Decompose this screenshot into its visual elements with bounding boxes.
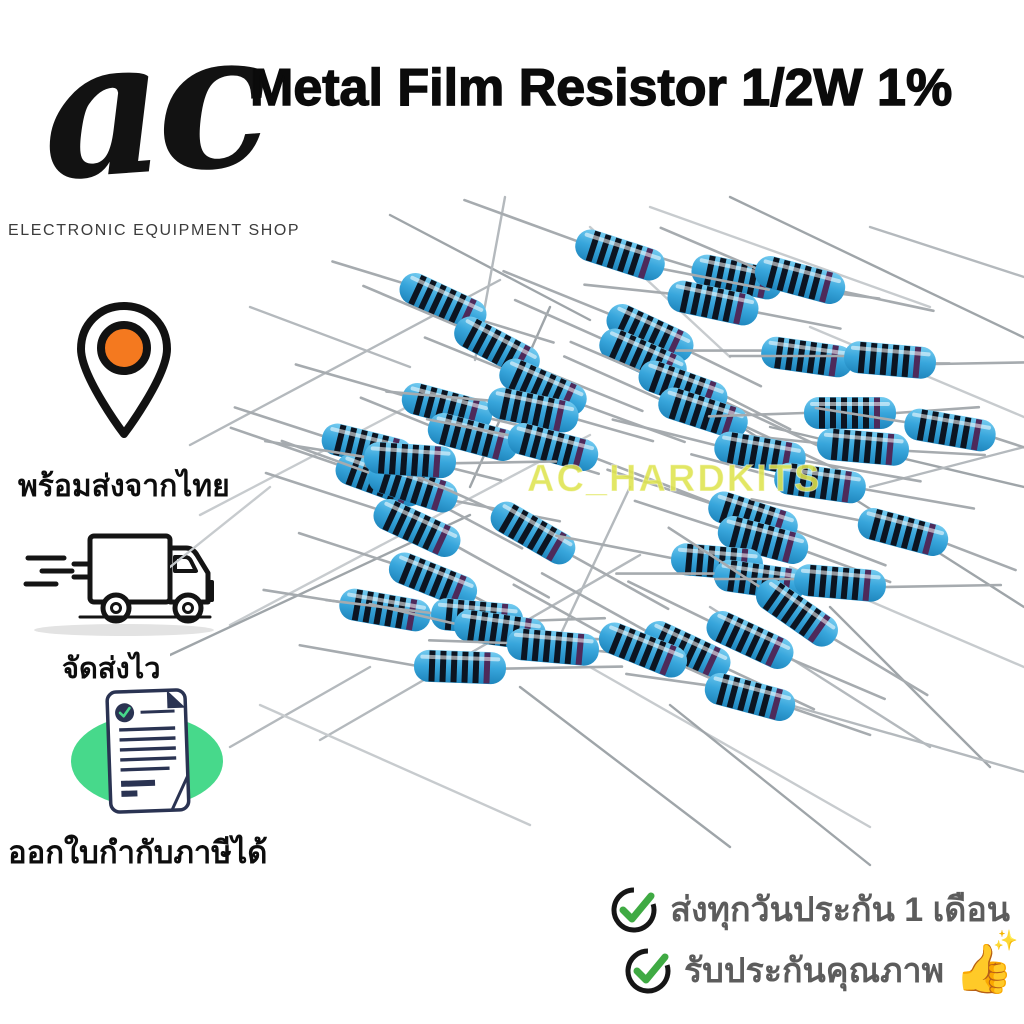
check-circle-icon — [611, 887, 657, 933]
tax-invoice-icon — [71, 688, 223, 814]
check-circle-icon — [625, 948, 671, 994]
watermark: AC_HARDKITS — [526, 458, 822, 501]
delivery-truck-icon — [23, 533, 214, 636]
shop-subtitle: ELECTRONIC EQUIPMENT SHOP — [8, 222, 301, 239]
feature-label-fast-delivery: จัดส่งไว — [62, 653, 161, 685]
sparkle-icon: ✨ — [993, 930, 1018, 952]
feature-label-ready-to-ship: พร้อมส่งจากไทย — [18, 470, 230, 503]
feature-label-tax-invoice: ออกใบกำกับภาษีได้ — [8, 835, 268, 870]
product-title: Metal Film Resistor 1/2W 1% — [249, 58, 953, 117]
location-pin-icon — [77, 302, 171, 438]
guarantee-label-daily-shipping: ส่งทุกวันประกัน 1 เดือน — [670, 891, 1010, 929]
guarantee-row-quality: รับประกันคุณภาพ 👍 ✨ — [622, 930, 1018, 998]
guarantee-label-quality: รับประกันคุณภาพ — [684, 952, 944, 990]
thumbs-up-icon: 👍 ✨ — [954, 930, 1018, 996]
guarantee-list: ส่งทุกวันประกัน 1 เดือน รับประกันคุณภาพ … — [608, 882, 1018, 998]
guarantee-row-daily-shipping: ส่งทุกวันประกัน 1 เดือน — [608, 882, 1010, 936]
resistor-photo — [170, 195, 1024, 867]
